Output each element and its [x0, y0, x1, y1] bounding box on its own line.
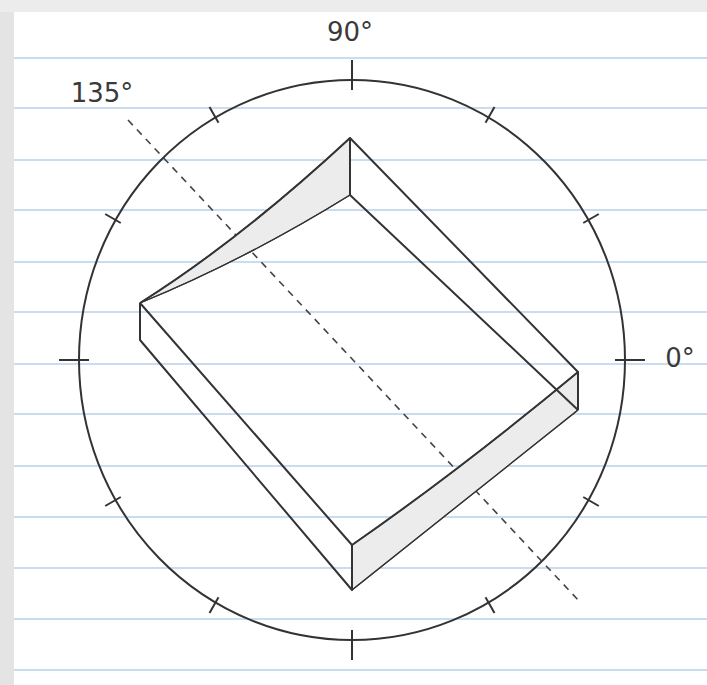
- tick-mark: [486, 597, 495, 613]
- tick-mark: [210, 597, 219, 613]
- tick-mark: [583, 214, 599, 223]
- tick-marks: [59, 60, 645, 660]
- tick-mark: [210, 107, 219, 123]
- paper-edge: [0, 0, 14, 685]
- axis-line: [128, 120, 580, 602]
- angle-label: 135°: [71, 80, 134, 106]
- tick-mark: [105, 214, 121, 223]
- tick-mark: [59, 359, 89, 361]
- tick-mark: [105, 497, 121, 506]
- paper-edge: [0, 0, 707, 12]
- ruled-lines: [0, 58, 707, 670]
- tick-mark: [351, 630, 353, 660]
- angle-label: 0°: [665, 345, 695, 371]
- angle-label: 90°: [327, 19, 373, 45]
- angle-circle: [79, 80, 625, 640]
- slab-drawing: [140, 138, 578, 590]
- tick-mark: [486, 107, 495, 123]
- tick-mark: [615, 359, 645, 361]
- tick-mark: [351, 60, 353, 90]
- tick-mark: [583, 497, 599, 506]
